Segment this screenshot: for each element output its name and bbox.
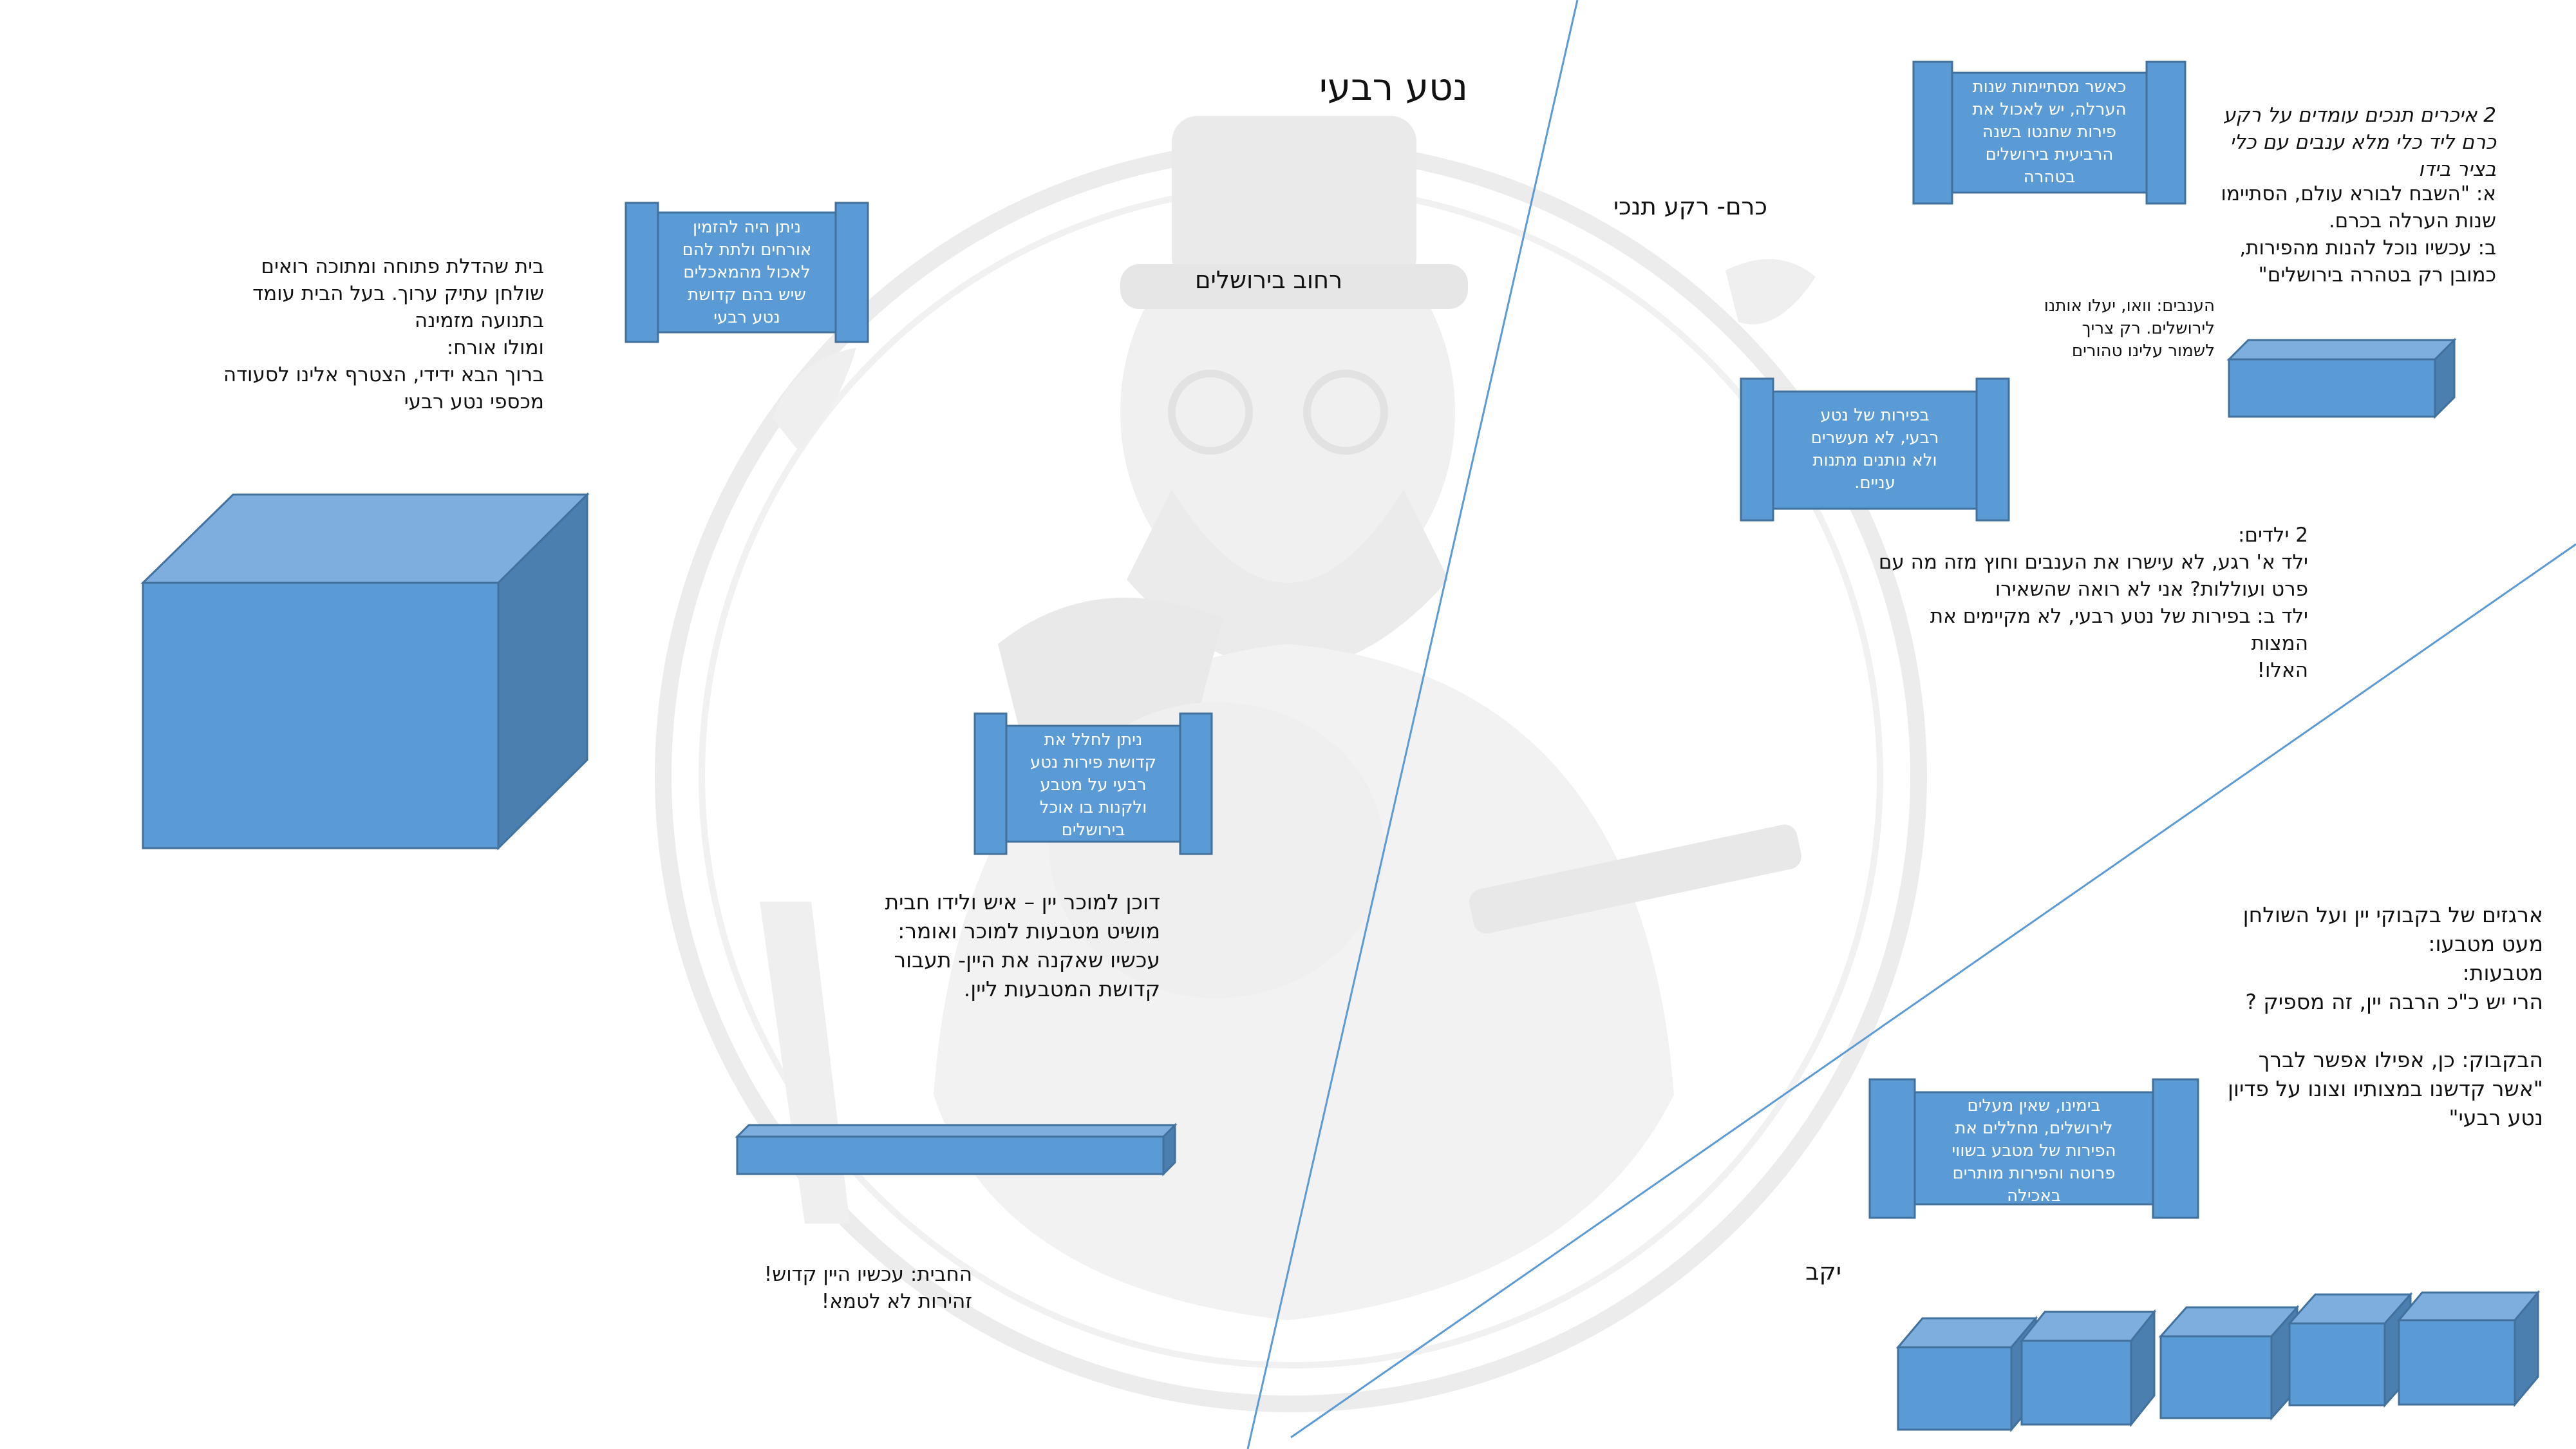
farmers-description: 2 איכרים תנכים עומדים על רקע כרם ליד כלי…	[2223, 104, 2496, 181]
grape-vessel-box	[2226, 337, 2457, 419]
scroll-redeem-text: ניתן לחלל את קדושת פירות נטע רבעי על מטב…	[1029, 730, 1157, 840]
page-title: נטע רבעי	[1319, 65, 1468, 109]
scroll-redeem-shape	[973, 712, 1213, 855]
barrel-speech: החבית: עכשיו היין קדוש! זהירות לא לטמא!	[764, 1263, 972, 1313]
stall-counter-box	[735, 1122, 1178, 1177]
farmers-dialog: א: "השבח לבורא עולם, הסתיימו שנות הערלה …	[2221, 182, 2496, 287]
wine-crate-3	[2158, 1305, 2300, 1421]
wine-crate-2	[2019, 1309, 2157, 1428]
crates-description: ארגזים של בקבוקי יין ועל השולחן מעט מטבע…	[2228, 902, 2543, 1130]
scroll-orla-shape	[1912, 61, 2186, 205]
scroll-orla-text: כאשר מסתיימות שנות הערלה, יש לאכול את פי…	[1972, 77, 2127, 187]
wine-stall-description: דוכן למוכר יין – איש ולידו חבית מושיט מט…	[885, 889, 1160, 1001]
scene-label-vineyard: כרם- רקע תנכי	[1613, 193, 1767, 220]
scroll-tithes-shape	[1740, 377, 2010, 522]
children-dialog: 2 ילדים: ילד א' רגע, לא עישרו את הענבים …	[1878, 524, 2308, 682]
scroll-today-shape	[1868, 1078, 2199, 1219]
wine-crate-5	[2396, 1289, 2541, 1408]
wine-crate-4	[2287, 1292, 2413, 1408]
scroll-invite-shape	[625, 202, 869, 343]
scene-label-street: רחוב בירושלים	[1195, 266, 1342, 294]
house-box	[140, 492, 590, 851]
grapes-speech: הענבים: וואו, יעלו אותנו לירושלים. רק צר…	[2044, 296, 2215, 361]
house-description: בית שהדלת פתוחה ומתוכה רואים שולחן עתיק …	[223, 255, 544, 413]
scene-label-winery: יקב	[1805, 1258, 1841, 1285]
scroll-tithes-text: בפירות של נטע רבעי, לא מעשרים ולא נותנים…	[1810, 406, 1939, 493]
scroll-invite-text: ניתן היה להזמין אורחים ולתת להם לאכול מה…	[682, 218, 812, 327]
scroll-today-text: בימינו, שאין מעלים לירושלים, מחללים את ה…	[1951, 1096, 2116, 1206]
